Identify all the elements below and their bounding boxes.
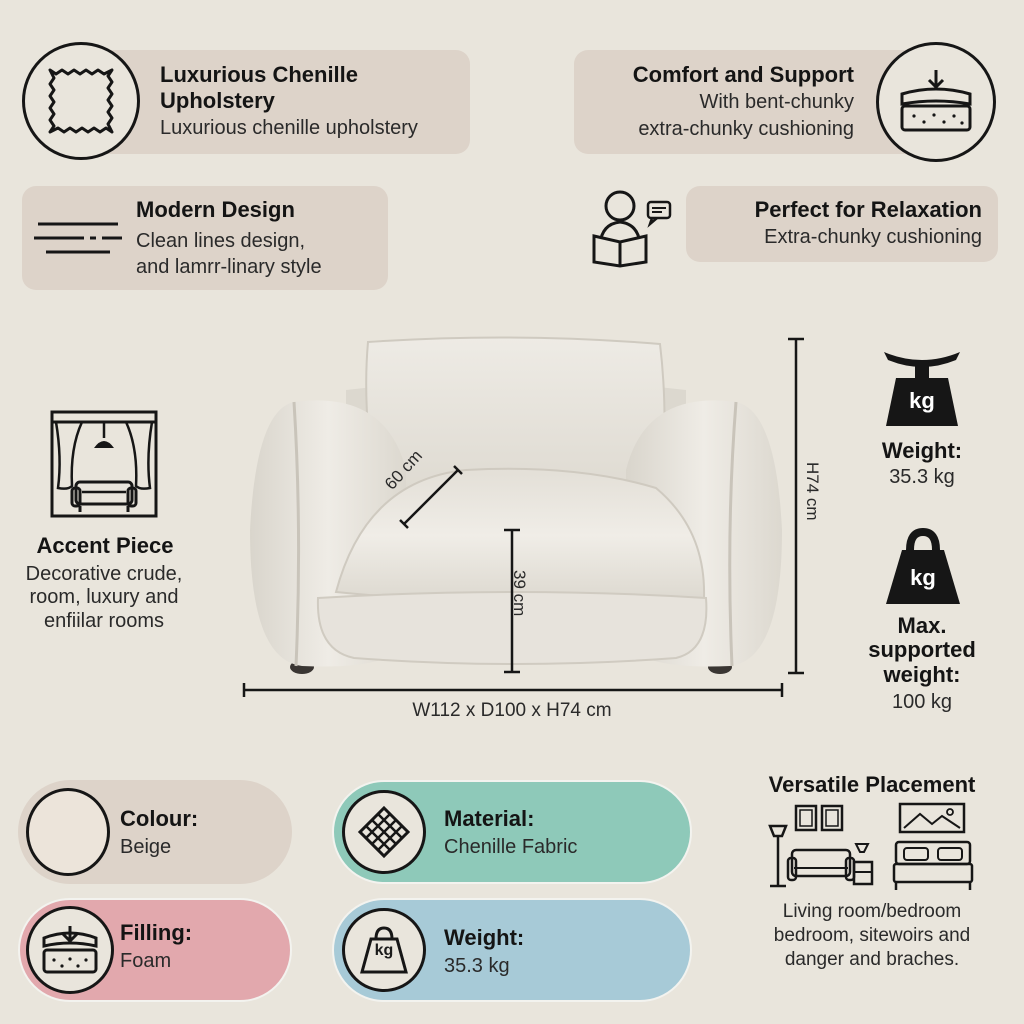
kettlebell-weight-icon <box>886 528 960 604</box>
upholstery-title-1: Luxurious Chenille <box>160 62 359 87</box>
max-weight-label-1: Max. <box>897 613 947 638</box>
material-icon-circle <box>342 790 426 874</box>
speed-lines-icon <box>34 222 122 254</box>
height-label: H74 cm <box>803 462 822 521</box>
scale-kg-label: kg <box>909 388 935 413</box>
design-desc-1: Clean lines design, <box>136 230 305 252</box>
weight-spec-value: 35.3 kg <box>444 955 510 977</box>
fabric-swatch-icon <box>48 68 114 134</box>
placement-desc-1: Living room/bedroom <box>782 901 962 922</box>
upholstery-icon-circle <box>22 42 140 160</box>
max-weight-label-3: weight: <box>883 662 961 687</box>
cushion-layers-icon <box>900 70 972 132</box>
accent-desc-1: Decorative crude, <box>25 563 183 585</box>
accent-desc-3: enfiilar rooms <box>43 610 165 632</box>
accent-title: Accent Piece <box>36 533 174 558</box>
scale-icon <box>884 352 960 426</box>
seat-height-dimension-line <box>504 528 520 674</box>
material-value: Chenille Fabric <box>444 836 578 858</box>
colour-label: Colour: <box>120 806 199 831</box>
room-scenes-icon <box>768 802 974 890</box>
max-weight-value: 100 kg <box>891 691 953 713</box>
kettlebell-kg-label: kg <box>910 565 936 590</box>
accent-desc-2: room, luxury and <box>29 586 179 608</box>
relaxation-title: Perfect for Relaxation <box>754 197 982 222</box>
colour-value: Beige <box>120 836 172 858</box>
filling-icon-circle <box>26 906 114 994</box>
armchair-illustration <box>250 336 782 674</box>
relaxation-desc: Extra-chunky cushioning <box>764 226 982 248</box>
weight-value: 35.3 kg <box>889 466 955 488</box>
person-reading-icon <box>592 190 672 268</box>
living-room-window-icon <box>50 410 158 518</box>
comfort-desc-2: extra-chunky cushioning <box>638 118 854 140</box>
comfort-icon-circle <box>876 42 996 162</box>
weight-spec-label: Weight: <box>444 925 525 950</box>
height-dimension-line <box>788 337 804 675</box>
relaxation-feature-card <box>686 186 998 262</box>
seat-height-label: 39 cm <box>510 570 529 617</box>
weight-spec-kg-label: kg <box>374 942 394 959</box>
placement-title: Versatile Placement <box>768 772 976 797</box>
design-desc-2: and lamrr-linary style <box>136 256 322 278</box>
depth-dimension-line <box>399 465 463 529</box>
weight-icon <box>360 926 408 974</box>
woven-fabric-icon <box>357 805 411 859</box>
max-weight-label-2: supported <box>868 637 976 662</box>
upholstery-desc: Luxurious chenille upholstery <box>160 117 418 139</box>
foam-layer-icon <box>42 926 98 974</box>
placement-desc-3: danger and braches. <box>784 949 960 970</box>
colour-swatch <box>26 788 110 876</box>
material-label: Material: <box>444 806 535 831</box>
overall-dimensions-label: W112 x D100 x H74 cm <box>412 700 612 721</box>
design-title: Modern Design <box>136 197 295 222</box>
width-dimension-line <box>242 683 784 697</box>
comfort-title: Comfort and Support <box>632 62 854 87</box>
comfort-desc-1: With bent-chunky <box>699 91 854 113</box>
filling-value: Foam <box>120 950 172 972</box>
weight-label: Weight: <box>881 438 963 463</box>
upholstery-title-2: Upholstery <box>160 88 275 113</box>
filling-label: Filling: <box>120 920 193 945</box>
weight-icon-circle <box>342 908 426 992</box>
placement-desc-2: bedroom, sitewoirs and <box>773 925 971 946</box>
